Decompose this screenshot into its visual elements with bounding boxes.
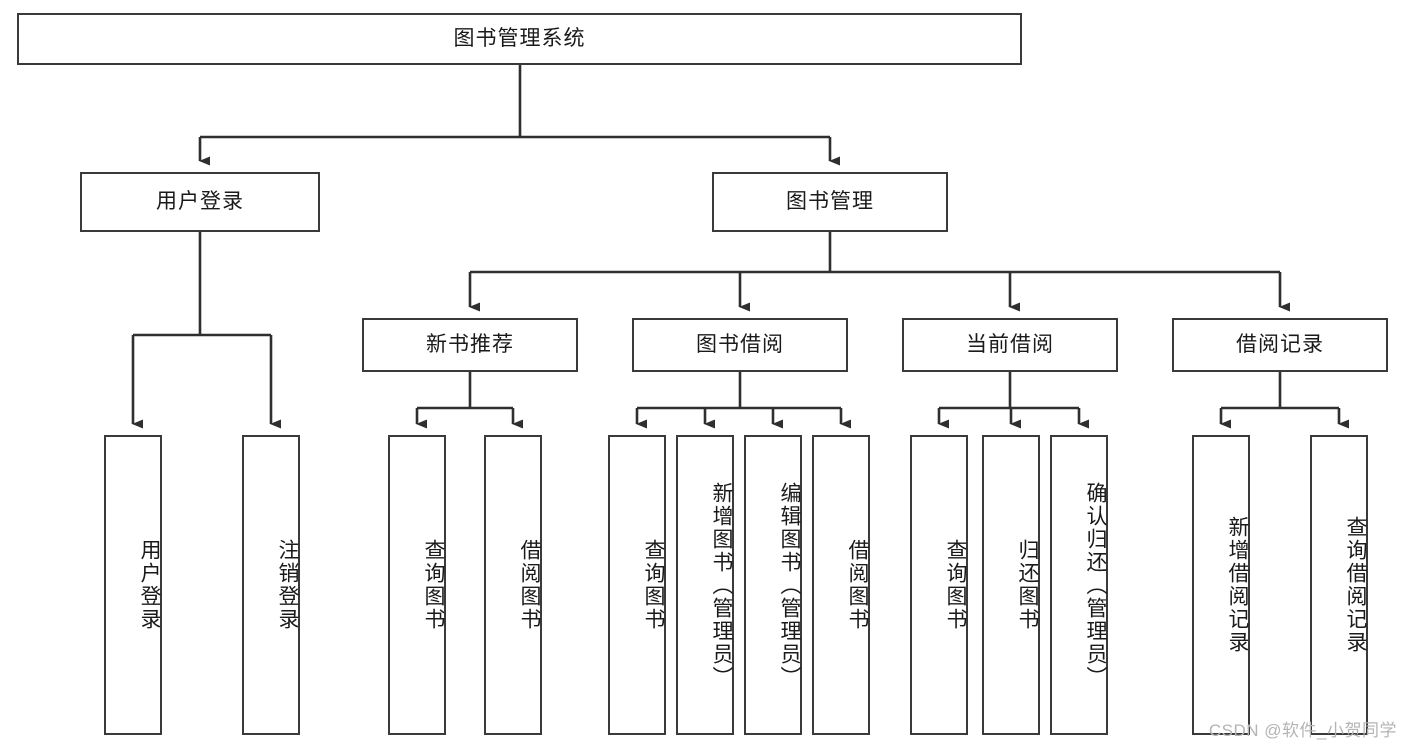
node-leaf-user-login-label: 用户登录 (138, 539, 161, 631)
node-user-login[interactable]: 用户登录 (80, 172, 320, 232)
node-leaf-logout[interactable]: 注销登录 (242, 435, 300, 735)
node-leaf-add-borrow-record-label: 新增借阅记录 (1226, 516, 1249, 654)
node-book-borrow[interactable]: 图书借阅 (632, 318, 848, 372)
node-leaf-user-login[interactable]: 用户登录 (104, 435, 162, 735)
node-leaf-query-borrow-record[interactable]: 查询借阅记录 (1310, 435, 1368, 735)
node-leaf-borrow-book-rec-label: 借阅图书 (518, 539, 541, 631)
node-leaf-query-book-rec[interactable]: 查询图书 (388, 435, 446, 735)
node-book-manage[interactable]: 图书管理 (712, 172, 948, 232)
node-leaf-add-book-admin[interactable]: 新增图书（管理员） (676, 435, 734, 735)
node-user-login-label: 用户登录 (156, 190, 244, 214)
node-current-borrow-label: 当前借阅 (966, 333, 1054, 357)
node-leaf-edit-book-admin-label: 编辑图书（管理员） (778, 481, 801, 689)
node-leaf-query-book-borrow[interactable]: 查询图书 (608, 435, 666, 735)
node-leaf-query-book-cur-label: 查询图书 (944, 539, 967, 631)
node-root-label: 图书管理系统 (453, 27, 586, 51)
node-leaf-return-book-label: 归还图书 (1016, 539, 1039, 631)
node-leaf-borrow-book-rec[interactable]: 借阅图书 (484, 435, 542, 735)
node-borrow-record[interactable]: 借阅记录 (1172, 318, 1388, 372)
node-leaf-borrow-book[interactable]: 借阅图书 (812, 435, 870, 735)
node-leaf-query-book-rec-label: 查询图书 (422, 539, 445, 631)
node-new-book-recommend[interactable]: 新书推荐 (362, 318, 578, 372)
node-leaf-logout-label: 注销登录 (276, 539, 299, 631)
node-leaf-confirm-return-admin[interactable]: 确认归还（管理员） (1050, 435, 1108, 735)
csdn-watermark: CSDN @软件_小贺同学 (1208, 721, 1397, 740)
node-root[interactable]: 图书管理系统 (17, 13, 1022, 65)
node-book-borrow-label: 图书借阅 (696, 333, 784, 357)
node-new-book-recommend-label: 新书推荐 (426, 333, 514, 357)
node-leaf-edit-book-admin[interactable]: 编辑图书（管理员） (744, 435, 802, 735)
node-leaf-add-book-admin-label: 新增图书（管理员） (710, 481, 733, 689)
node-leaf-borrow-book-label: 借阅图书 (846, 539, 869, 631)
node-leaf-add-borrow-record[interactable]: 新增借阅记录 (1192, 435, 1250, 735)
node-current-borrow[interactable]: 当前借阅 (902, 318, 1118, 372)
node-leaf-return-book[interactable]: 归还图书 (982, 435, 1040, 735)
node-book-manage-label: 图书管理 (786, 190, 874, 214)
node-leaf-query-book-cur[interactable]: 查询图书 (910, 435, 968, 735)
node-borrow-record-label: 借阅记录 (1236, 333, 1324, 357)
node-leaf-query-borrow-record-label: 查询借阅记录 (1344, 516, 1367, 654)
node-leaf-query-book-borrow-label: 查询图书 (642, 539, 665, 631)
node-leaf-confirm-return-admin-label: 确认归还（管理员） (1084, 481, 1107, 689)
